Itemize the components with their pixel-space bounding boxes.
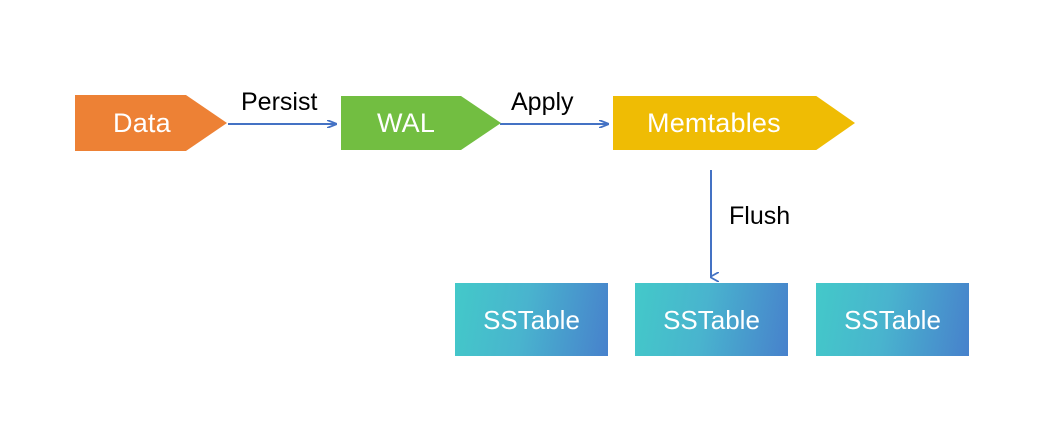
node-memtables-label: Memtables <box>647 107 781 138</box>
node-sstable-2[interactable]: SSTable <box>635 283 788 356</box>
node-data-label: Data <box>113 107 171 138</box>
node-memtables[interactable]: Memtables <box>613 96 855 150</box>
node-wal-label: WAL <box>377 107 436 138</box>
node-sstable-3-label: SSTable <box>844 304 941 335</box>
node-sstable-2-label: SSTable <box>663 304 760 335</box>
edge-label-flush: Flush <box>729 202 791 230</box>
node-sstable-3[interactable]: SSTable <box>816 283 969 356</box>
edge-label-persist: Persist <box>241 88 318 116</box>
node-data[interactable]: Data <box>75 95 227 151</box>
edge-label-apply: Apply <box>511 88 574 116</box>
node-wal[interactable]: WAL <box>341 96 501 150</box>
node-sstable-1-label: SSTable <box>483 304 580 335</box>
node-sstable-1[interactable]: SSTable <box>455 283 608 356</box>
